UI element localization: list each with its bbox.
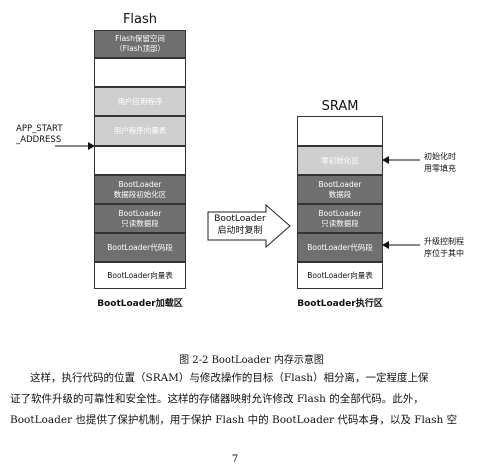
sram-block-data-line2: 数据段 [328,189,352,199]
flash-block-empty-top [94,58,186,87]
paragraph-line-2: 证了软件升级的可靠性和安全性。这样的存储器映射允许修改 Flash 的全部代码。… [10,393,424,405]
copy-arrow-label-line1: BootLoader [214,214,266,224]
sram-block-empty-top [297,116,383,146]
sram-caption: BootLoader执行区 [297,299,383,309]
flash-block-reserved: Flash保留空间 （Flash顶部） [94,30,186,58]
flash-block-reserved-line2: （Flash顶部） [115,44,165,53]
flash-block-data-init-line2: 数据段初始化区 [113,189,167,199]
app-start-address-label: APP_START _ADDRESS [16,124,63,145]
flash-block-data-init-line1: BootLoader [118,179,162,189]
flash-block-empty-mid [94,146,186,175]
sram-block-code-label: BootLoader代码段 [307,242,373,252]
body-paragraph: 这样，执行代码的位置（SRAM）与修改操作的目标（Flash）相分离，一定程度上… [0,368,503,431]
flash-block-rodata-line2: 只读数据段 [121,218,159,228]
flash-block-user-vector-label: 用户程序向量表 [113,126,167,135]
page-number: 7 [231,454,239,465]
zero-init-note-line1: 初始化时 [424,152,456,161]
sram-block-code: BootLoader代码段 [297,233,383,262]
flash-block-reserved-line1: Flash保留空间 [115,34,165,43]
sram-block-rodata-line1: BootLoader [318,208,362,218]
sram-block-data-line1: BootLoader [318,179,362,189]
paragraph-line-3: BootLoader 也提供了保护机制，用于保护 Flash 中的 BootLo… [10,414,458,426]
flash-block-code: BootLoader代码段 [94,233,186,262]
paragraph-line-1: 这样，执行代码的位置（SRAM）与修改操作的目标（Flash）相分离，一定程度上… [30,372,429,384]
figure-caption: 图 2-2 BootLoader 内存示意图 [179,355,324,366]
zero-init-note: 初始化时 用零填充 [424,151,484,175]
sram-block-zero-init: 零初始化区 [297,146,383,175]
upgrade-note-line1: 升级控制程 [424,237,464,246]
flash-block-user-app: 用户应用程序 [94,87,186,116]
zero-init-note-line2: 用零填充 [424,164,456,173]
upgrade-note: 升级控制程 序位于其中 [424,236,494,260]
copy-arrow [207,204,291,248]
sram-block-rodata-line2: 只读数据段 [321,218,359,228]
flash-block-vector-label: BootLoader向量表 [107,270,173,280]
flash-block-user-app-label: 用户应用程序 [117,96,163,106]
copy-arrow-label-line2: 启动时复制 [217,226,263,236]
sram-title: SRAM [321,99,359,114]
sram-block-zero-init-label: 零初始化区 [321,155,359,165]
flash-block-data-init: BootLoader 数据段初始化区 [94,175,186,204]
sram-block-data: BootLoader 数据段 [297,175,383,204]
zero-init-note-arrow [382,156,420,164]
copy-arrow-label: BootLoader 启动时复制 [210,213,270,237]
sram-block-vector-label: BootLoader向量表 [307,270,373,280]
sram-block-vector: BootLoader向量表 [297,262,383,289]
flash-block-user-vector: 用户程序向量表 [94,116,186,146]
upgrade-note-arrow [382,241,420,249]
upgrade-note-line2: 序位于其中 [424,249,464,258]
flash-block-rodata-line1: BootLoader [118,208,162,218]
flash-block-code-label: BootLoader代码段 [107,242,173,252]
sram-block-rodata: BootLoader 只读数据段 [297,204,383,233]
app-start-arrow [55,142,95,150]
flash-title: Flash [122,12,158,27]
flash-caption: BootLoader加载区 [97,299,183,309]
flash-block-vector: BootLoader向量表 [94,262,186,289]
flash-block-rodata: BootLoader 只读数据段 [94,204,186,233]
